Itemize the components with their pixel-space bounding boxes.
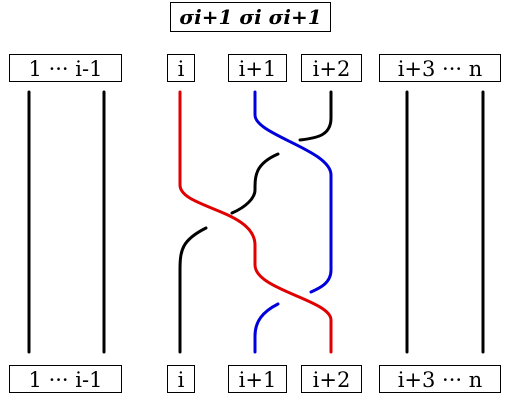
strand-black-segment-1 (298, 90, 333, 142)
top-label-i: i (167, 54, 195, 82)
strand-blue-lower (253, 302, 280, 354)
strand-black-segment-3 (178, 226, 208, 354)
bottom-label-i-plus-2: i+2 (301, 365, 362, 393)
top-label-group-right: i+3 ··· n (379, 54, 501, 82)
bottom-label-group-left: 1 ··· i-1 (9, 365, 122, 393)
strand-red (178, 90, 333, 354)
top-label-i-plus-1: i+1 (228, 54, 287, 82)
top-label-group-left: 1 ··· i-1 (9, 54, 122, 82)
strand-blue-upper (253, 90, 333, 294)
top-label-i-plus-2: i+2 (301, 54, 362, 82)
bottom-label-i-plus-1: i+1 (228, 365, 287, 393)
strand-black-segment-2 (230, 152, 280, 215)
bottom-label-group-right: i+3 ··· n (379, 365, 501, 393)
bottom-label-i: i (167, 365, 195, 393)
braid-word-title: σi+1 σi σi+1 (170, 2, 331, 32)
